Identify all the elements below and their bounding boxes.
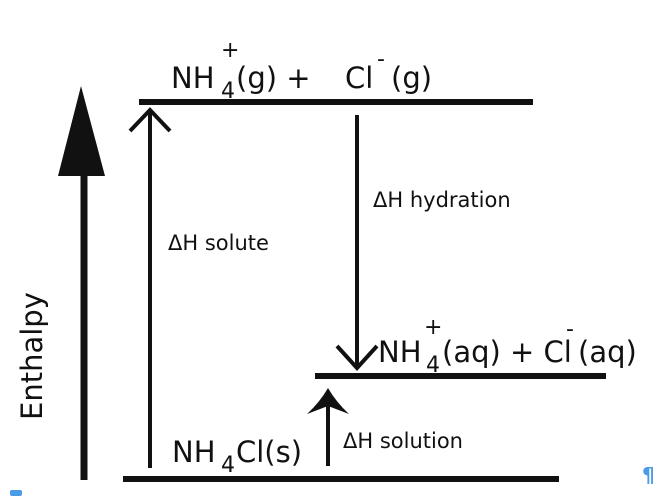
middle-sub1: 4 [426, 353, 440, 378]
middle-level-label: NH 4 + (aq) + Cl - (aq) [378, 315, 637, 378]
solution-label: ΔH solution [343, 429, 463, 453]
bottom-species: NH [172, 435, 216, 469]
top-sub1: 4 [221, 79, 235, 104]
pilcrow-mark: ¶ [642, 463, 654, 487]
middle-state1: (aq) + Cl [442, 335, 572, 369]
top-species1: NH [171, 61, 215, 95]
middle-sup2: - [566, 317, 574, 342]
top-state1: (g) + [236, 61, 311, 95]
middle-species1: NH [378, 335, 422, 369]
top-level-label: NH 4 + (g) + Cl - (g) [171, 38, 432, 104]
top-state2: (g) [391, 61, 432, 95]
top-sup1: + [221, 38, 239, 63]
middle-state2: (aq) [578, 335, 637, 369]
bottom-sub: 4 [221, 453, 235, 478]
enthalpy-axis-label: Enthalpy [15, 292, 49, 420]
middle-sup1: + [424, 315, 442, 340]
enthalpy-axis-arrow [58, 86, 105, 480]
hydration-arrow [335, 115, 379, 371]
top-species2: Cl [345, 61, 373, 95]
solute-label: ΔH solute [168, 231, 269, 255]
hydration-label: ΔH hydration [373, 188, 511, 212]
solute-arrow [128, 107, 172, 468]
bottom-level-label: NH 4 Cl(s) [172, 435, 302, 478]
bottom-rest: Cl(s) [236, 435, 302, 469]
solution-arrow [307, 388, 349, 466]
corner-mark [10, 490, 22, 496]
top-sup2: - [377, 47, 385, 72]
